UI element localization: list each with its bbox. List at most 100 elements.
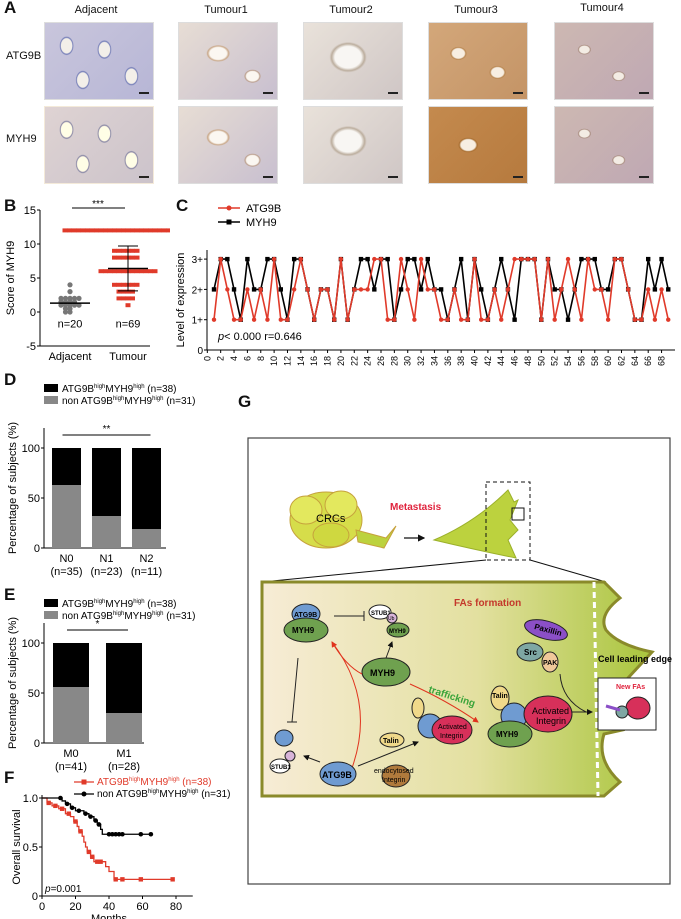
- ihc-image-tumour1-atg9b: [178, 22, 278, 100]
- bar-segment-high: [132, 448, 161, 529]
- atg9b-label: ATG9B: [322, 770, 352, 780]
- bar-segment-high: [92, 448, 121, 516]
- x-tick-label: 38: [456, 356, 466, 366]
- x-tick-label: M0: [63, 748, 78, 760]
- data-point: [94, 228, 99, 233]
- data-point: [152, 269, 158, 274]
- new-fas-label: New FAs: [616, 684, 645, 691]
- data-point: [398, 256, 404, 262]
- data-point: [572, 287, 577, 292]
- data-point: [492, 287, 497, 292]
- data-point: [305, 287, 310, 292]
- legend-text-part: MYH9: [105, 599, 133, 610]
- y-tick-label: 100: [22, 443, 40, 455]
- scale-bar: [139, 92, 149, 94]
- bar-segment-non-high: [106, 713, 142, 743]
- data-point: [116, 296, 122, 301]
- x-tick-label: 52: [550, 356, 560, 366]
- y-tick-label: 0: [197, 346, 203, 357]
- x-tick-label: 56: [576, 356, 586, 366]
- data-point: [148, 228, 153, 233]
- data-point: [161, 228, 167, 233]
- y-tick-label: 100: [22, 638, 40, 650]
- legend-text-part: (n=31): [198, 789, 230, 800]
- data-point: [85, 228, 90, 233]
- censor-mark: [95, 859, 100, 864]
- data-point: [157, 228, 162, 233]
- column-label-tumour3: Tumour3: [454, 4, 498, 16]
- scale-bar: [513, 92, 523, 94]
- data-point: [134, 269, 140, 274]
- data-point: [121, 248, 126, 253]
- data-point: [130, 289, 135, 294]
- survival-curve: [42, 797, 173, 880]
- data-point: [291, 256, 297, 262]
- panel-label-e: E: [4, 585, 16, 604]
- legend-marker: [226, 219, 232, 225]
- data-point: [134, 248, 140, 253]
- data-point: [285, 317, 290, 322]
- ihc-image-tumour3-atg9b: [428, 22, 528, 100]
- x-tick-label: 0: [39, 901, 45, 913]
- y-axis-label: Score of MYH9: [5, 241, 17, 316]
- legend-text-part: (n=38): [145, 599, 177, 610]
- x-tick-label: 12: [282, 356, 292, 366]
- data-point: [103, 269, 108, 274]
- data-point: [519, 256, 524, 262]
- censor-mark: [113, 877, 118, 882]
- data-point: [505, 287, 511, 292]
- legend-text-part: MYH9: [140, 777, 168, 788]
- data-point: [225, 287, 230, 292]
- data-point: [139, 269, 144, 274]
- data-point: [62, 295, 69, 301]
- legend-text-part: non ATG9B: [62, 396, 113, 407]
- x-tick-label: 40: [470, 356, 480, 366]
- legend-marker: [81, 791, 87, 797]
- data-point: [525, 256, 531, 262]
- x-tick-label: 34: [429, 356, 439, 366]
- arrow: [559, 673, 587, 713]
- myh9-label: MYH9: [292, 626, 315, 635]
- ihc-image-tumour2-myh9: [303, 106, 403, 184]
- data-point: [121, 296, 126, 301]
- data-point: [76, 228, 81, 233]
- ihc-image-tumour1-myh9: [178, 106, 278, 184]
- y-tick-label: 15: [24, 205, 36, 217]
- data-point: [418, 287, 424, 292]
- data-point: [238, 317, 243, 322]
- integrin-label: Integrin: [382, 777, 405, 784]
- data-point: [532, 256, 537, 262]
- data-point: [67, 289, 73, 295]
- data-point: [121, 255, 126, 260]
- y-tick-label: 1+: [192, 316, 204, 327]
- data-point: [231, 287, 237, 292]
- data-point: [666, 317, 671, 322]
- data-point: [103, 228, 108, 233]
- inhibition-line: [291, 657, 299, 723]
- data-point: [378, 256, 384, 262]
- p-symbol: p: [217, 331, 224, 343]
- atg9b-protein-icon: [319, 761, 357, 787]
- y-tick-label: 1.0: [23, 793, 38, 805]
- y-axis-label: Percentage of subjects (%): [7, 422, 19, 554]
- stub1-protein-icon: [269, 758, 291, 774]
- paxillin-protein-icon: [524, 619, 568, 641]
- x-count-label: (n=41): [55, 761, 87, 773]
- x-tick-label: 80: [170, 901, 182, 913]
- censor-mark: [116, 831, 122, 837]
- data-point: [565, 256, 571, 262]
- data-point: [465, 317, 471, 322]
- data-point: [646, 256, 651, 262]
- y-tick-label: 50: [28, 493, 40, 505]
- data-point: [121, 269, 126, 274]
- data-point: [89, 228, 95, 233]
- pak-label: PAK: [543, 660, 557, 667]
- panel-label-f: F: [4, 768, 15, 787]
- data-point: [412, 256, 417, 262]
- scale-bar: [263, 92, 273, 94]
- data-point: [107, 269, 113, 274]
- scale-bar: [639, 92, 649, 94]
- legend-text-part: high: [113, 611, 124, 617]
- data-point: [605, 317, 611, 322]
- data-point: [385, 317, 390, 322]
